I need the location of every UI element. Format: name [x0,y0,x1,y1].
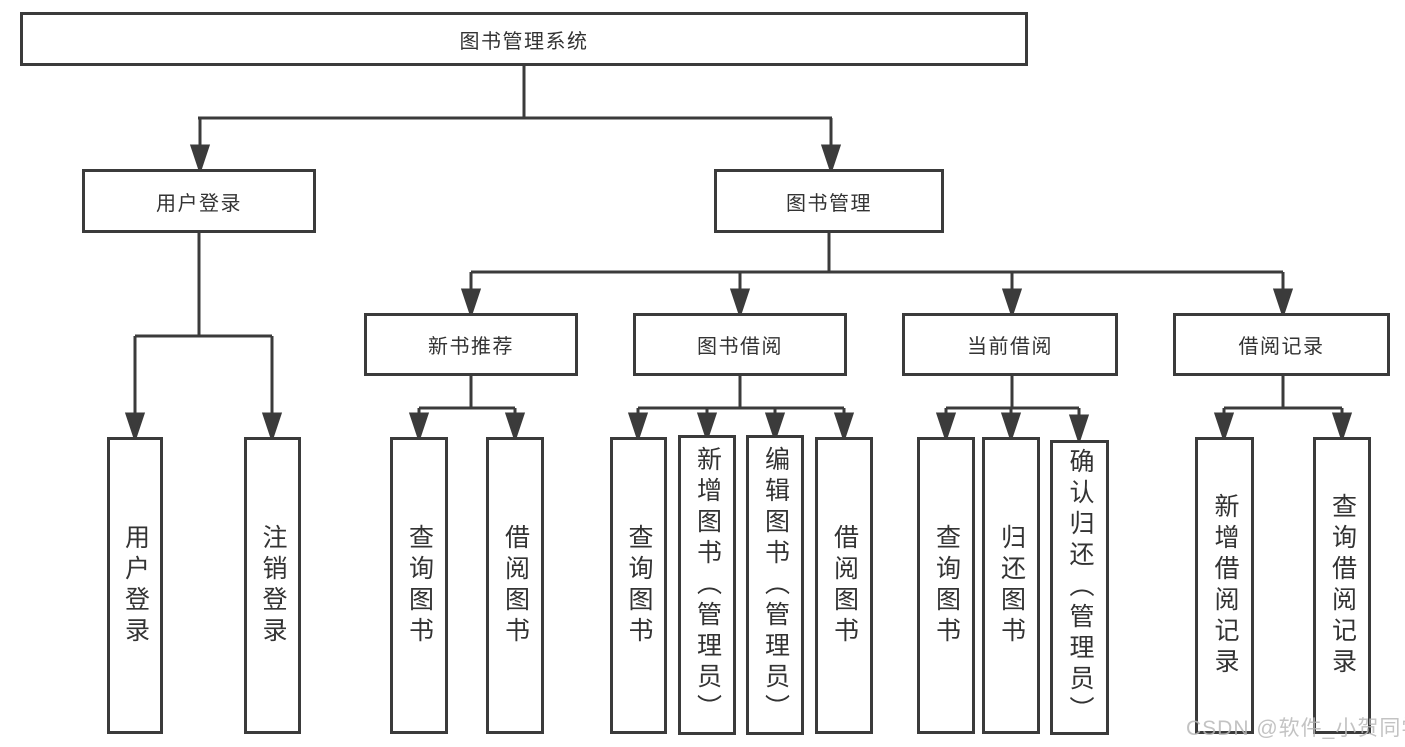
node-user-login-label: 用户登录 [156,192,242,215]
node-new-book-recommend: 新书推荐 [364,313,578,376]
node-book-borrow: 图书借阅 [633,313,847,376]
node-new-book-recommend-label: 新书推荐 [428,336,514,358]
node-current-borrow: 当前借阅 [902,313,1118,376]
leaf-add-borrow-record: 新增借阅记录 [1195,437,1254,734]
leaf-add-book-admin-label: 新增图书（管理员） [693,445,722,725]
node-current-borrow-label: 当前借阅 [967,336,1053,358]
node-library-system: 图书管理系统 [20,12,1028,66]
leaf-borrow-book: 借阅图书 [815,437,873,734]
leaf-return-book: 归还图书 [982,437,1040,734]
leaf-query-borrow-record: 查询借阅记录 [1313,437,1371,734]
leaf-add-borrow-record-label: 新增借阅记录 [1211,492,1239,679]
leaf-return-book-label: 归还图书 [997,523,1026,648]
leaf-borrow-book-label: 借阅图书 [830,523,859,648]
leaf-borrow-books-recommend-label: 借阅图书 [501,523,530,648]
leaf-query-books-borrow-label: 查询图书 [625,523,653,648]
leaf-edit-book-admin-label: 编辑图书（管理员） [761,445,790,725]
node-book-management: 图书管理 [714,169,944,233]
node-book-management-label: 图书管理 [786,192,872,215]
node-user-login: 用户登录 [82,169,316,233]
leaf-query-books-recommend-label: 查询图书 [405,523,434,648]
leaf-query-borrow-record-label: 查询借阅记录 [1328,492,1357,679]
leaf-query-books-recommend: 查询图书 [390,437,448,734]
node-library-system-label: 图书管理系统 [459,30,589,53]
leaf-confirm-return-admin: 确认归还（管理员） [1050,440,1109,735]
node-book-borrow-label: 图书借阅 [697,336,783,358]
leaf-query-books-current-label: 查询图书 [932,523,961,648]
leaf-borrow-books-recommend: 借阅图书 [486,437,544,734]
leaf-logout: 注销登录 [244,437,301,734]
watermark: CSDN @软件_小贺同学 [1186,717,1405,740]
leaf-edit-book-admin: 编辑图书（管理员） [746,435,804,735]
leaf-user-login-label: 用户登录 [121,523,150,648]
leaf-logout-label: 注销登录 [259,523,287,648]
leaf-add-book-admin: 新增图书（管理员） [678,435,736,735]
leaf-confirm-return-admin-label: 确认归还（管理员） [1066,448,1094,727]
leaf-user-login: 用户登录 [107,437,163,734]
leaf-query-books-current: 查询图书 [917,437,975,734]
node-borrow-records: 借阅记录 [1173,313,1390,376]
leaf-query-books-borrow: 查询图书 [610,437,667,734]
node-borrow-records-label: 借阅记录 [1238,336,1325,358]
